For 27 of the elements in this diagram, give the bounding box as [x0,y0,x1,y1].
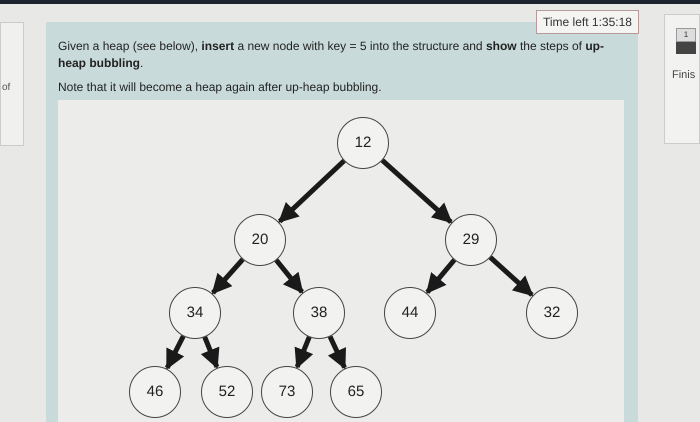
arrow [211,258,245,294]
arrow [294,336,314,369]
arrow [278,159,346,224]
node-key: 12 [354,132,372,154]
question-text: Given a heap (see below), insert a new node with key = 5 into the structure and show the steps of up-heap bubbling. [58,38,605,72]
node-key: 34 [186,302,204,324]
node-key: 32 [544,302,560,324]
side-text: of [2,81,10,95]
arrow [200,336,220,369]
node-key: 44 [402,302,418,324]
node-key: 52 [218,380,236,404]
question-number: 1 [676,28,696,42]
arrow [164,335,186,370]
node-key: 46 [146,380,164,404]
arrow [328,335,347,370]
arrow [380,158,453,224]
node-key: 29 [462,228,480,252]
note-text: Note that it will become a heap again after up-heap bubbling. [58,79,382,96]
finish-text: Finis [672,68,696,83]
arrow [274,258,304,294]
node-key: 65 [348,380,364,404]
node-key: 20 [252,228,268,252]
node-key: 73 [278,380,296,404]
arrow [425,258,456,294]
timer-text: Time left 1:35:18 [536,10,639,34]
arrow [488,256,534,297]
node-key: 38 [310,302,328,324]
